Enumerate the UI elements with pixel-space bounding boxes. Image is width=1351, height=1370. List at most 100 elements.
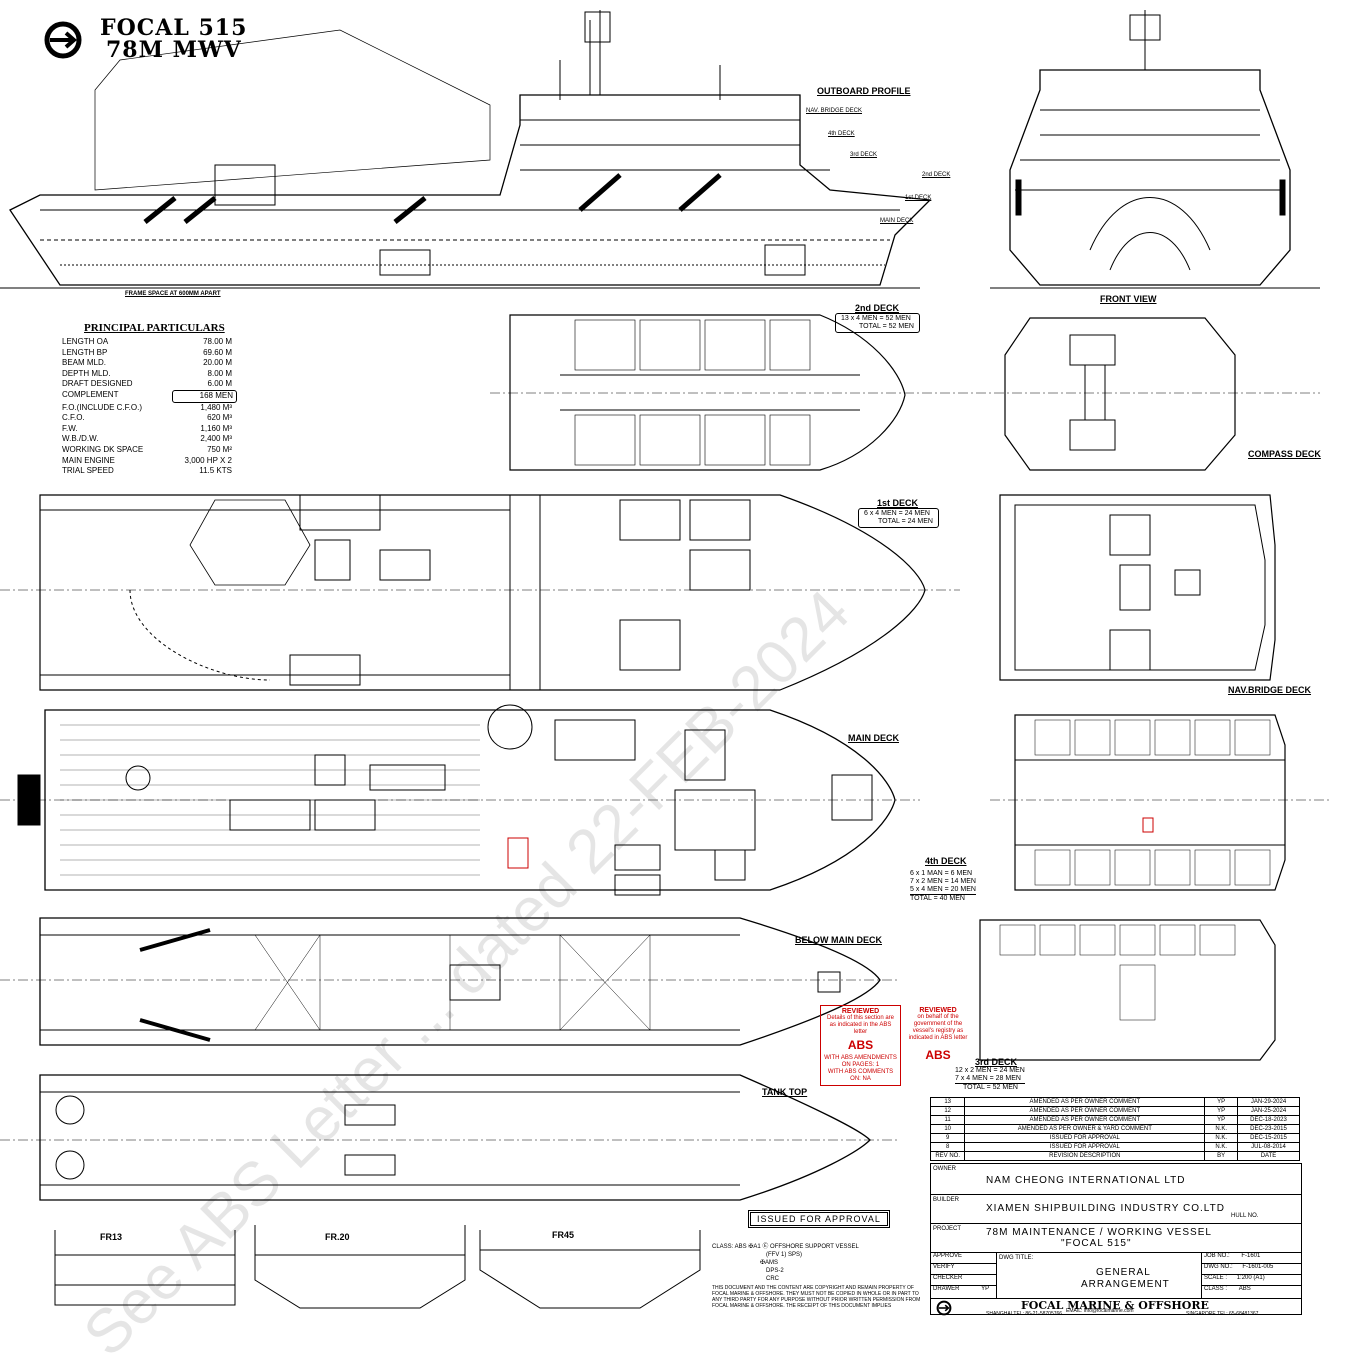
particular-name: LENGTH BP (62, 347, 108, 357)
abs-amendments: WITH ABS AMENDMENTS ON PAGES: 1 (824, 1055, 897, 1068)
particular-value: 78.00 M (203, 337, 232, 346)
nav-bridge-deck-plan (999, 494, 1276, 681)
job-no-label: JOB NO.: (1204, 1253, 1230, 1259)
particular-row: W.B./D.W.2,400 M³ (62, 434, 237, 445)
particular-name: TRIAL SPEED (62, 466, 114, 476)
particular-row: BEAM MLD.20.00 M (62, 358, 237, 369)
abs-stamp-text: on behalf of the government of the vesse… (908, 1014, 968, 1041)
particular-row: DRAFT DESIGNED 6.00 M (62, 379, 237, 390)
focal-logo-icon (936, 1300, 952, 1316)
particular-row: F.W.1,160 M³ (62, 424, 237, 435)
revision-no: 9 (929, 1133, 966, 1143)
copyright-notice: THIS DOCUMENT AND THE CONTENT ARE COPYRI… (712, 1285, 921, 1309)
particular-value: 168 MEN (172, 389, 237, 403)
owner-name: NAM CHEONG INTERNATIONAL LTD (986, 1175, 1186, 1186)
profile-level-1st: 1st DECK (905, 195, 932, 201)
outboard-profile-label: OUTBOARD PROFILE (817, 86, 911, 96)
particular-value: 1,480 M³ (200, 402, 232, 412)
profile-level-3rd: 3rd DECK (850, 152, 878, 158)
section-fr20 (254, 1225, 466, 1309)
revision-desc: AMENDED AS PER OWNER COMMENT (964, 1097, 1206, 1107)
revision-by: YP (1204, 1115, 1238, 1125)
deck-3rd-label: 3rd DECK (975, 1057, 1018, 1067)
particular-value: 2,400 M³ (200, 434, 232, 444)
particular-name: F.W. (62, 423, 78, 433)
principal-particulars-title: PRINCIPAL PARTICULARS (84, 322, 225, 334)
revision-desc: AMENDED AS PER OWNER & YARD COMMENT (964, 1124, 1206, 1134)
deck4-complement-line: TOTAL = 40 MEN (910, 895, 965, 902)
compass-deck-label: COMPASS DECK (1248, 449, 1321, 459)
company-email: EMAIL: info@focalmarine.com (1066, 1308, 1134, 1314)
title-line1: FOCAL 515 (100, 15, 248, 41)
company-section: FOCAL MARINE & OFFSHORE EMAIL: info@foca… (931, 1299, 1301, 1317)
dwg-no-label: DWG NO.: (1204, 1264, 1233, 1270)
deck-4th-plan (990, 714, 1330, 891)
revision-no: 8 (929, 1142, 966, 1152)
scale-label: SCALE : (1204, 1275, 1228, 1281)
abs-stamp-text: Details of this section are as indicated… (826, 1015, 895, 1035)
drawing-info-section: APPROVE VERIFY CHECKER DRAWER YP DWG TIT… (931, 1253, 1302, 1299)
deck3-complement: 12 x 2 MEN = 24 MEN 7 x 4 MEN = 28 MEN T… (955, 1067, 1025, 1092)
revision-date: DEC-18-2023 (1236, 1115, 1301, 1125)
approve-label: APPROVE (931, 1253, 996, 1264)
revision-desc: ISSUED FOR APPROVAL (964, 1142, 1206, 1152)
revision-by: N.K. (1204, 1142, 1238, 1152)
revision-by: YP (1204, 1097, 1238, 1107)
class-line: CLASS: ABS ✠A1 Ⓔ OFFSHORE SUPPORT VESSEL (712, 1244, 859, 1250)
deck3-complement-line: TOTAL = 52 MEN (963, 1084, 1018, 1091)
front-view (990, 10, 1320, 289)
general-arrangement-drawing (0, 10, 1330, 1309)
owner-label: OWNER (933, 1166, 956, 1172)
revision-date: DATE (1236, 1151, 1301, 1161)
deck-3rd-plan (979, 919, 1276, 1061)
class-line: (FFV 1) SPS) (766, 1252, 803, 1258)
revision-desc: REVISION DESCRIPTION (964, 1151, 1206, 1161)
revision-by: BY (1204, 1151, 1238, 1161)
frame-space-label: FRAME SPACE AT 600MM APART (125, 291, 221, 297)
class-notation: CLASS: ABS ✠A1 Ⓔ OFFSHORE SUPPORT VESSEL… (712, 1243, 859, 1283)
compass-deck-plan (1004, 317, 1236, 471)
revision-desc: ISSUED FOR APPROVAL (964, 1133, 1206, 1143)
abs-logo: ABS (925, 1048, 951, 1062)
dwg-title-label: DWG TITLE: (999, 1255, 1034, 1261)
particular-row: COMPLEMENT 168 MEN (62, 389, 237, 403)
below-main-deck-label: BELOW MAIN DECK (795, 935, 882, 945)
company-name: FOCAL MARINE & OFFSHORE (1021, 1299, 1209, 1312)
deck-4th-label: 4th DECK (925, 856, 967, 866)
deck4-complement-line: 6 x 1 MAN = 6 MEN (910, 870, 973, 877)
project-label: PROJECT (933, 1226, 962, 1232)
issued-for-approval-stamp: ISSUED FOR APPROVAL (748, 1210, 890, 1228)
particular-value: 6.00 M (207, 379, 232, 389)
title-block: OWNER NAM CHEONG INTERNATIONAL LTD BUILD… (930, 1163, 1302, 1317)
abs-stamp-title: REVIEWED (919, 1007, 957, 1014)
revision-no: 12 (929, 1106, 966, 1116)
hull-no: HULL NO. (1231, 1213, 1259, 1219)
deck-1st-plan (0, 494, 960, 691)
revision-date: DEC-23-2015 (1236, 1124, 1301, 1134)
particular-name: DEPTH MLD. (62, 368, 111, 378)
nav-bridge-deck-label: NAV.BRIDGE DECK (1228, 685, 1312, 695)
fr45-label: FR45 (552, 1230, 575, 1240)
verify-label: VERIFY (931, 1264, 996, 1275)
class-line: DPS-2 (766, 1268, 784, 1274)
particular-name: LENGTH OA (62, 337, 109, 346)
main-deck-label: MAIN DECK (848, 733, 899, 743)
deck2-complement-line: TOTAL = 52 MEN (859, 323, 914, 330)
dwg-title-line2: ARRANGEMENT (1081, 1279, 1170, 1290)
abs-review-stamp-2: REVIEWED on behalf of the government of … (902, 1005, 974, 1061)
abs-stamp-title: REVIEWED (841, 1008, 880, 1015)
revision-desc: AMENDED AS PER OWNER COMMENT (964, 1106, 1206, 1116)
particular-name: DRAFT DESIGNED (62, 379, 133, 389)
deck4-complement-line: 7 x 2 MEN = 14 MEN (910, 878, 976, 885)
revision-date: JAN-29-2024 (1236, 1097, 1301, 1107)
particular-name: C.F.O. (62, 413, 85, 423)
builder-label: BUILDER (933, 1197, 960, 1203)
fr20-label: FR.20 (325, 1232, 350, 1242)
particular-name: COMPLEMENT (62, 389, 119, 399)
